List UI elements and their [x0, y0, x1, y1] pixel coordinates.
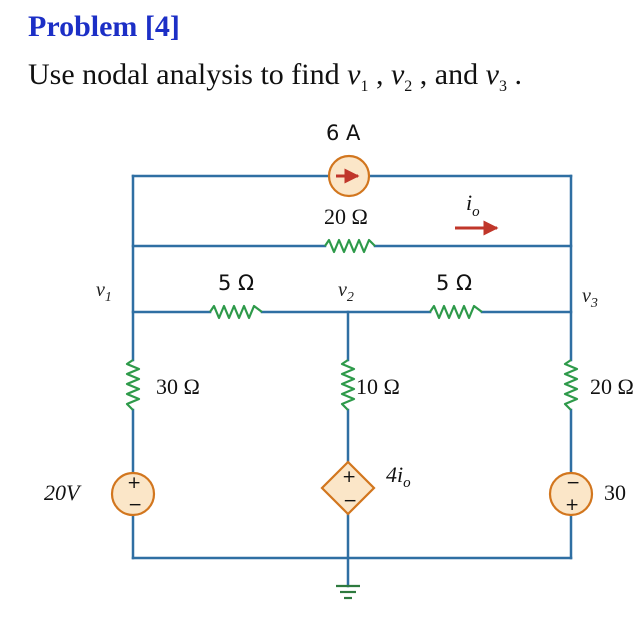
- v2-node-var: v: [338, 279, 347, 301]
- resistor-10: [340, 359, 356, 411]
- dependent-source-4io: + −: [320, 460, 376, 516]
- current-source-6a: [327, 154, 371, 198]
- v2-var: v: [390, 58, 405, 91]
- v2-node-label: v2: [338, 279, 354, 305]
- io-sub: o: [472, 204, 480, 220]
- resistor-20-top: [324, 238, 376, 254]
- dep-src-sub: o: [403, 475, 411, 491]
- sep2: , and: [412, 58, 486, 91]
- circuit-diagram: 6 A 20 Ω io 5 Ω 5 Ω v1 v2 v3 30 Ω 10 Ω 2…: [44, 121, 634, 600]
- dep-plus: +: [342, 467, 356, 487]
- v3-var: v: [485, 58, 499, 91]
- v3-node-label: v3: [582, 285, 598, 311]
- vsrc3-plus: +: [565, 495, 579, 515]
- vsrc1-label: 20V: [44, 480, 82, 505]
- voltage-source-20v: + −: [110, 471, 156, 517]
- resistor-5-v1v2: [209, 304, 263, 320]
- r1-label: 30 Ω: [156, 374, 200, 399]
- v1-node-label: v1: [96, 279, 112, 305]
- problem-statement: Use nodal analysis to find v1 , v2 , and…: [28, 58, 522, 96]
- v3-node-var: v: [582, 285, 591, 307]
- io-var: i: [466, 190, 472, 215]
- resistor-5-v2v3: [429, 304, 483, 320]
- dep-src-coef: 4i: [386, 462, 403, 487]
- resistor-20-right: [563, 359, 579, 411]
- v1-var: v: [347, 58, 361, 91]
- r23-label: 5 Ω: [436, 271, 472, 295]
- problem-title: Problem [4]: [28, 10, 180, 43]
- v3-node-sub: 3: [590, 296, 598, 311]
- v2-node-sub: 2: [347, 290, 354, 305]
- io-label: io: [466, 190, 480, 220]
- circuit-wires: [131, 174, 573, 588]
- statement-prefix: Use nodal analysis to find: [28, 58, 348, 91]
- sep1: ,: [368, 58, 391, 91]
- v2-sub: 2: [404, 78, 413, 95]
- vsrc3-label: 30: [604, 480, 626, 505]
- dep-src-label: 4io: [386, 462, 411, 491]
- r2-label: 10 Ω: [356, 374, 400, 399]
- vsrc1-minus: −: [128, 495, 142, 515]
- vsrc3-minus: −: [566, 473, 580, 493]
- vsrc1-plus: +: [127, 473, 141, 493]
- v3-sub: 3: [498, 78, 507, 95]
- v1-node-var: v: [96, 279, 105, 301]
- resistor-30: [125, 359, 141, 411]
- r-top-label: 20 Ω: [324, 204, 368, 229]
- current-source-label: 6 A: [326, 121, 361, 145]
- r12-label: 5 Ω: [218, 271, 254, 295]
- ground-icon: [336, 584, 360, 600]
- r3-label: 20 Ω: [590, 374, 634, 399]
- v1-sub: 1: [360, 78, 369, 95]
- voltage-source-30: − +: [548, 471, 594, 517]
- statement-end: .: [506, 58, 522, 91]
- v1-node-sub: 1: [105, 290, 112, 305]
- dep-minus: −: [343, 491, 357, 511]
